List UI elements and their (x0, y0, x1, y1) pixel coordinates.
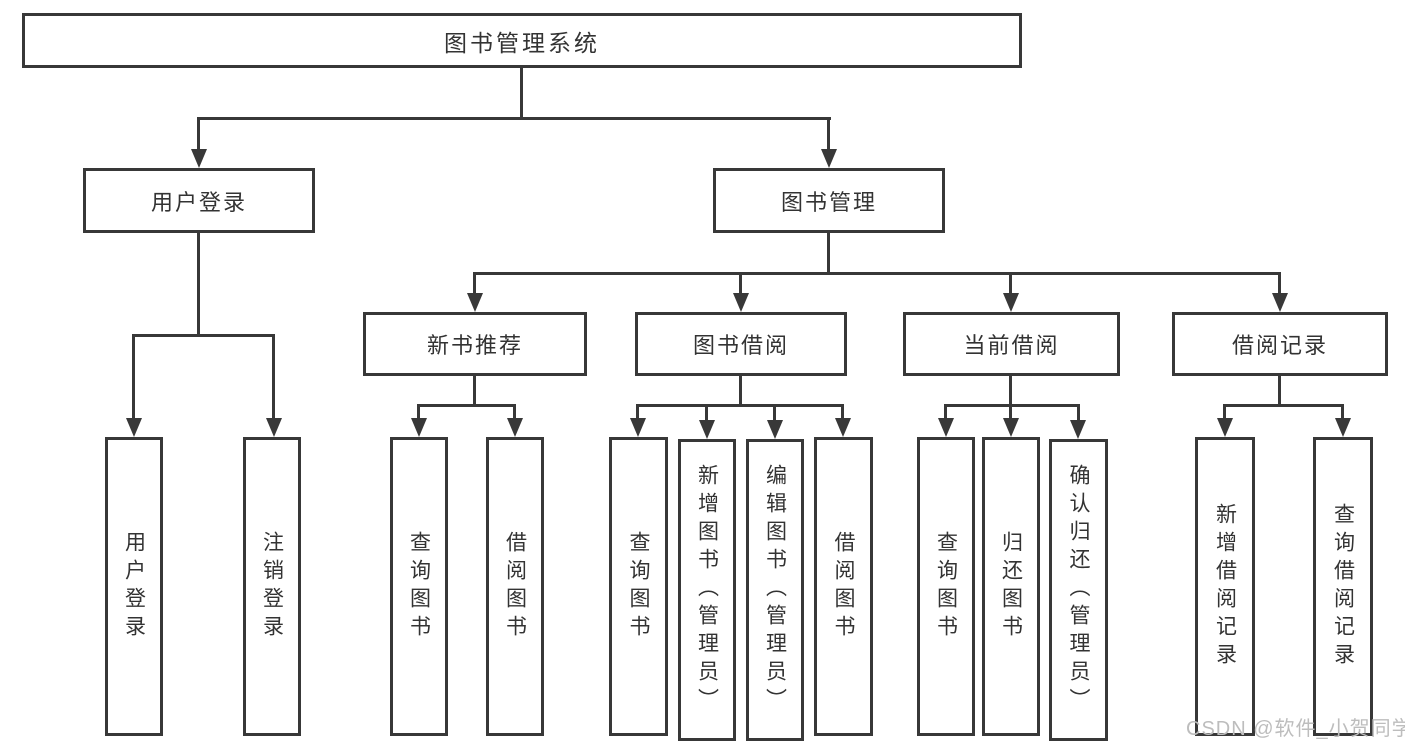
connector-arrowhead (733, 293, 749, 312)
connector-arrowhead (1335, 418, 1351, 437)
connector-arrowhead (835, 418, 851, 437)
node-root-system: 图书管理系统 (22, 13, 1022, 68)
leaf-records-add-record: 新增借阅记录 (1195, 437, 1255, 736)
connector-arrowhead (1003, 418, 1019, 437)
leaf-current-return-books: 归还图书 (982, 437, 1040, 736)
leaf-current-confirm-return-admin: 确认归还（管理员） (1049, 439, 1108, 741)
connector-line (827, 233, 830, 274)
connector-arrowhead (411, 418, 427, 437)
connector-line (1278, 376, 1281, 407)
connector-line (272, 334, 275, 422)
connector-line (417, 404, 420, 422)
connector-line (944, 404, 1080, 407)
connector-line (739, 376, 742, 407)
leaf-newbook-borrow-books: 借阅图书 (486, 437, 544, 736)
connector-line (132, 334, 275, 337)
connector-arrowhead (767, 420, 783, 439)
connector-arrowhead (1217, 418, 1233, 437)
connector-line (841, 404, 844, 422)
leaf-current-query-books: 查询图书 (917, 437, 975, 736)
connector-arrowhead (126, 418, 142, 437)
leaf-records-query-record: 查询借阅记录 (1313, 437, 1373, 736)
connector-arrowhead (507, 418, 523, 437)
node-current-borrowing: 当前借阅 (903, 312, 1120, 376)
leaf-borrowing-query-books: 查询图书 (609, 437, 668, 736)
leaf-newbook-query-books: 查询图书 (390, 437, 448, 736)
connector-line (473, 272, 476, 296)
connector-arrowhead (1003, 293, 1019, 312)
connector-line (473, 376, 476, 407)
node-user-login-branch: 用户登录 (83, 168, 315, 233)
connector-line (197, 117, 200, 153)
connector-arrowhead (266, 418, 282, 437)
node-book-borrowing: 图书借阅 (635, 312, 847, 376)
connector-arrowhead (191, 149, 207, 168)
connector-line (739, 272, 742, 296)
connector-arrowhead (699, 420, 715, 439)
leaf-borrowing-edit-books-admin: 编辑图书（管理员） (746, 439, 804, 741)
leaf-borrowing-add-books-admin: 新增图书（管理员） (678, 439, 736, 741)
connector-arrowhead (630, 418, 646, 437)
leaf-borrowing-borrow-books: 借阅图书 (814, 437, 873, 736)
connector-line (944, 404, 947, 422)
connector-arrowhead (467, 293, 483, 312)
connector-line (473, 272, 1281, 275)
connector-line (1009, 404, 1012, 422)
connector-line (1278, 272, 1281, 296)
connector-line (773, 404, 776, 422)
connector-line (1077, 404, 1080, 422)
connector-line (1341, 404, 1344, 422)
csdn-watermark: CSDN @软件_小贺同学 (1186, 718, 1405, 740)
connector-line (197, 117, 831, 120)
connector-arrowhead (938, 418, 954, 437)
connector-line (705, 404, 708, 422)
leaf-user-login: 用户登录 (105, 437, 163, 736)
leaf-logout: 注销登录 (243, 437, 301, 736)
node-borrow-records: 借阅记录 (1172, 312, 1388, 376)
connector-line (520, 68, 523, 119)
connector-line (197, 233, 200, 336)
connector-line (1009, 376, 1012, 407)
connector-arrowhead (1070, 420, 1086, 439)
connector-line (636, 404, 639, 422)
connector-line (417, 404, 516, 407)
connector-arrowhead (821, 149, 837, 168)
connector-line (513, 404, 516, 422)
node-new-book-recommend: 新书推荐 (363, 312, 587, 376)
connector-line (827, 117, 830, 153)
connector-line (1009, 272, 1012, 296)
connector-line (1223, 404, 1344, 407)
connector-line (132, 334, 135, 422)
node-book-management-branch: 图书管理 (713, 168, 945, 233)
connector-line (1223, 404, 1226, 422)
connector-line (636, 404, 844, 407)
connector-arrowhead (1272, 293, 1288, 312)
